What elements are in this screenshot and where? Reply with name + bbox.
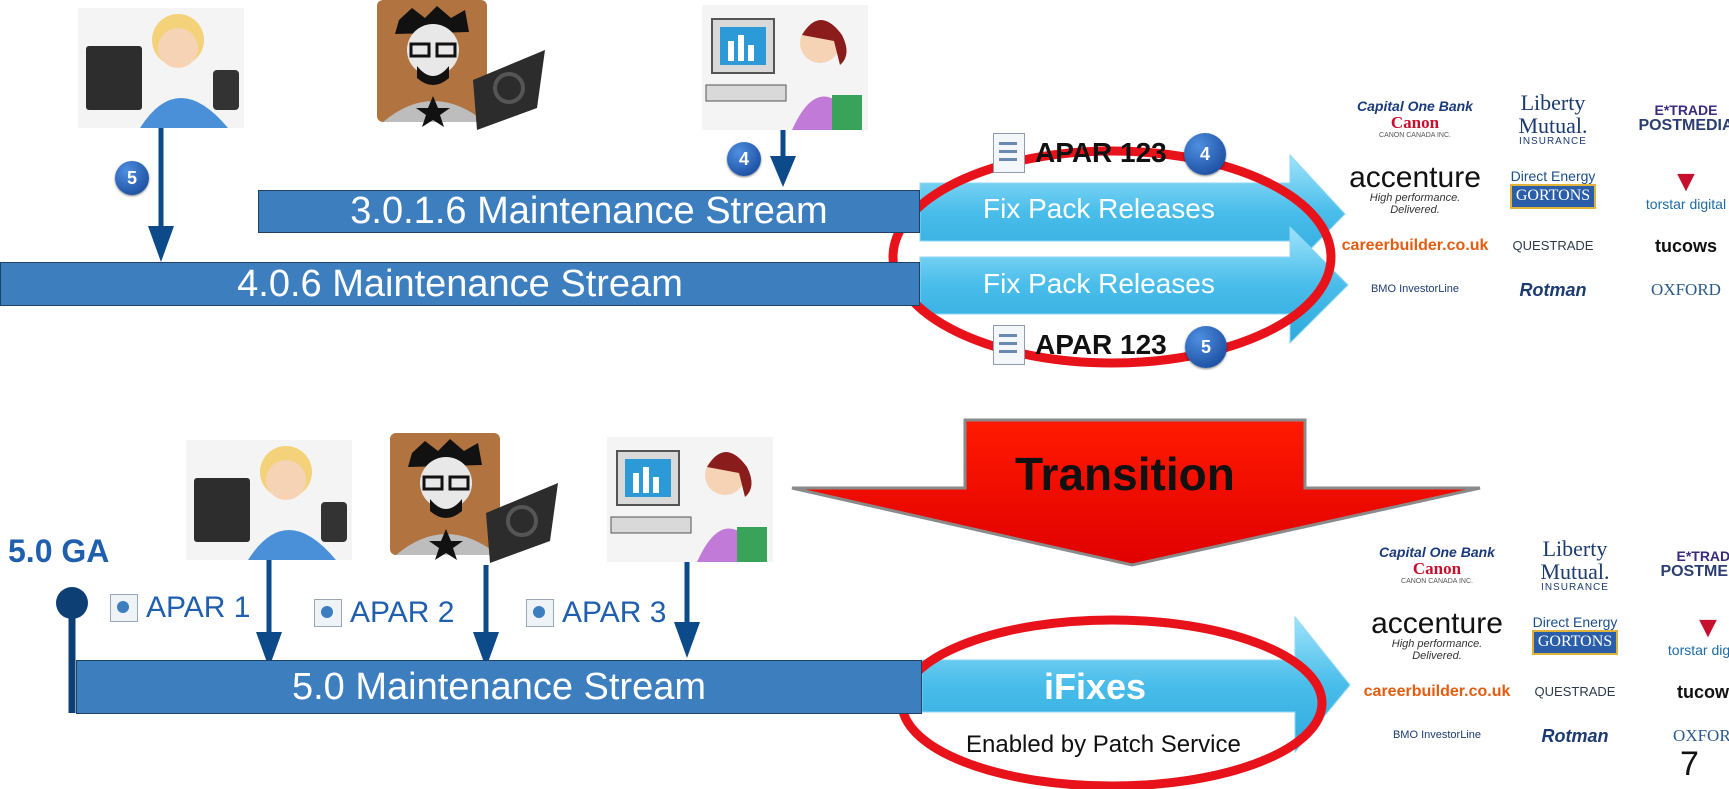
page-number: 7 — [1680, 745, 1699, 783]
apar-top-2-label: APAR 123 — [1035, 329, 1167, 360]
developer-2-illustration-bottom — [390, 433, 558, 563]
customer-logos-top: Capital One Bank Canon CANON CANADA INC.… — [1341, 84, 1729, 312]
highlight-ellipse-top — [888, 146, 1336, 368]
fix-pack-label-1: Fix Pack Releases — [983, 193, 1215, 224]
developer-3-illustration-bottom — [607, 437, 773, 562]
fix-pack-arrow-1 — [919, 153, 1346, 272]
document-icon — [993, 133, 1025, 173]
logo-bmo: BMO InvestorLine — [1370, 283, 1460, 296]
logo-tire-torstar: ▼ torstar digital — [1648, 600, 1729, 670]
stream-406: 4.0.6 Maintenance Stream — [0, 262, 920, 306]
logo-canon-sub: CANON CANADA INC. — [1401, 577, 1473, 585]
logo-bmo: BMO InvestorLine — [1392, 729, 1482, 742]
logo-tucows: tucows — [1676, 681, 1729, 702]
logo-capital-one: Capital One Bank — [1379, 544, 1495, 561]
apar-top-2: APAR 123 — [993, 325, 1167, 365]
logo-gortons: GORTONS — [1531, 629, 1619, 655]
step-badge-4: 4 — [727, 142, 761, 176]
document-icon — [993, 325, 1025, 365]
step-badge-5: 5 — [115, 161, 149, 195]
apar-icon — [526, 599, 554, 627]
developer-2-illustration — [377, 0, 545, 130]
logo-accenture: accenture High performance. Delivered. — [1371, 606, 1503, 662]
logo-gortons: GORTONS — [1509, 183, 1597, 209]
logo-rotman: Rotman — [1519, 279, 1587, 300]
stream-50: 5.0 Maintenance Stream — [76, 660, 922, 714]
apar-label-2: APAR 2 — [350, 596, 455, 629]
logo-questrade: QUESTRADE — [1534, 684, 1616, 700]
ga-label: 5.0 GA — [8, 533, 110, 569]
logo-careerbuilder: careerbuilder.co.uk — [1341, 236, 1489, 254]
logo-torstar: torstar digital — [1645, 196, 1727, 213]
step-badge-apar-4: 4 — [1184, 133, 1226, 175]
logo-tire-torstar: ▼ torstar digital — [1626, 154, 1729, 224]
apar-item-1: APAR 1 — [110, 591, 251, 625]
logo-torstar: torstar digital — [1667, 642, 1729, 659]
apar-top-1: APAR 123 — [993, 133, 1167, 173]
logo-questrade: QUESTRADE — [1512, 238, 1594, 254]
logo-etrade-postmedia: E*TRADE POSTMEDIA — [1648, 530, 1729, 600]
logo-postmedia: POSTMEDIA — [1638, 116, 1729, 134]
apar-label-3: APAR 3 — [562, 596, 667, 629]
ifixes-sublabel: Enabled by Patch Service — [966, 731, 1241, 758]
logo-capital-one-canon: Capital One Bank Canon CANON CANADA INC. — [1350, 84, 1480, 154]
logo-oxford: OXFORD — [1651, 280, 1721, 300]
customer-logos-bottom: Capital One Bank Canon CANON CANADA INC.… — [1363, 530, 1729, 758]
logo-canon-sub: CANON CANADA INC. — [1379, 131, 1451, 139]
logo-canon: Canon — [1412, 558, 1462, 578]
fix-pack-arrow-2 — [919, 225, 1349, 345]
logo-direct-gortons: Direct Energy GORTONS — [1488, 154, 1618, 224]
apar-item-2: APAR 2 — [314, 596, 455, 630]
logo-etrade: E*TRADE — [1676, 548, 1729, 565]
logo-etrade-postmedia: E*TRADE POSTMEDIA — [1626, 84, 1729, 154]
apar-label-1: APAR 1 — [146, 591, 251, 624]
apar-icon — [314, 599, 342, 627]
logo-accenture: accenture High performance. Delivered. — [1349, 160, 1481, 216]
transition-arrow — [791, 418, 1481, 567]
logo-etrade: E*TRADE — [1654, 102, 1718, 119]
logo-rotman: Rotman — [1541, 725, 1609, 746]
logo-careerbuilder: careerbuilder.co.uk — [1363, 682, 1511, 700]
developer-1-illustration — [78, 8, 244, 128]
logo-capital-one: Capital One Bank — [1357, 98, 1473, 115]
apar-icon — [110, 594, 138, 622]
logo-capital-one-canon: Capital One Bank Canon CANON CANADA INC. — [1372, 530, 1502, 600]
logo-oxford: OXFORD — [1673, 726, 1729, 746]
apar-top-1-label: APAR 123 — [1035, 137, 1167, 168]
fix-pack-label-2: Fix Pack Releases — [983, 268, 1215, 299]
logo-liberty-mutual: Liberty Mutual. INSURANCE — [1518, 89, 1588, 147]
logo-tucows: tucows — [1654, 235, 1717, 256]
logo-canon: Canon — [1390, 112, 1440, 132]
logo-liberty-mutual: Liberty Mutual. INSURANCE — [1540, 535, 1610, 593]
logo-direct-energy: Direct Energy — [1532, 614, 1618, 631]
developer-3-illustration — [702, 5, 868, 130]
step-badge-apar-5: 5 — [1185, 326, 1227, 368]
canadian-tire-icon: ▼ — [1693, 610, 1723, 644]
transition-label: Transition — [1015, 448, 1235, 500]
stream-3016: 3.0.1.6 Maintenance Stream — [258, 190, 920, 233]
ifixes-label: iFixes — [1044, 666, 1147, 707]
apar-item-3: APAR 3 — [526, 596, 667, 630]
developer-1-illustration-bottom — [186, 440, 352, 560]
logo-postmedia: POSTMEDIA — [1660, 562, 1729, 580]
canadian-tire-icon: ▼ — [1671, 164, 1701, 198]
logo-direct-energy: Direct Energy — [1510, 168, 1596, 185]
logo-direct-gortons: Direct Energy GORTONS — [1510, 600, 1640, 670]
